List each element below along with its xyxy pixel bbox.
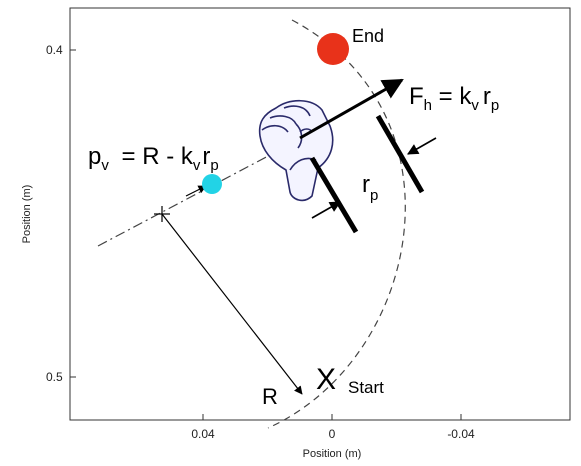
radius-vector-arrow bbox=[161, 213, 303, 395]
plot-frame bbox=[69, 7, 571, 421]
y-axis-title: Position (m) bbox=[21, 185, 33, 244]
end-label: End bbox=[352, 26, 384, 46]
virtual-point-pointer-arrow bbox=[185, 185, 207, 197]
x-tick-label-0: 0 bbox=[329, 427, 336, 441]
position-equation: pv = R - kvrp bbox=[88, 143, 219, 174]
plus-marker-icon bbox=[154, 206, 170, 222]
y-tick-label-0.5: 0.5 bbox=[46, 370, 63, 384]
radius-label: R bbox=[262, 384, 278, 409]
radius-arc-path bbox=[267, 19, 406, 429]
rp-bar-inner bbox=[309, 156, 359, 234]
rp-label: rp bbox=[362, 171, 378, 204]
rp-arrow-inner bbox=[311, 201, 341, 219]
rp-bar-outer bbox=[375, 114, 425, 194]
x-tick-label-0.04: 0.04 bbox=[191, 427, 215, 441]
virtual-point-dot bbox=[202, 174, 222, 194]
x-tick-label-neg0.04: -0.04 bbox=[447, 427, 475, 441]
end-target-dot bbox=[317, 33, 349, 65]
y-tick-label-0.4: 0.4 bbox=[46, 43, 63, 57]
x-axis-title: Position (m) bbox=[303, 448, 362, 460]
start-x-marker: X bbox=[316, 363, 336, 396]
rp-arrow-outer bbox=[407, 137, 437, 155]
force-arrow bbox=[299, 78, 404, 140]
start-label: Start bbox=[348, 378, 384, 397]
fist-hand-icon bbox=[258, 99, 334, 202]
